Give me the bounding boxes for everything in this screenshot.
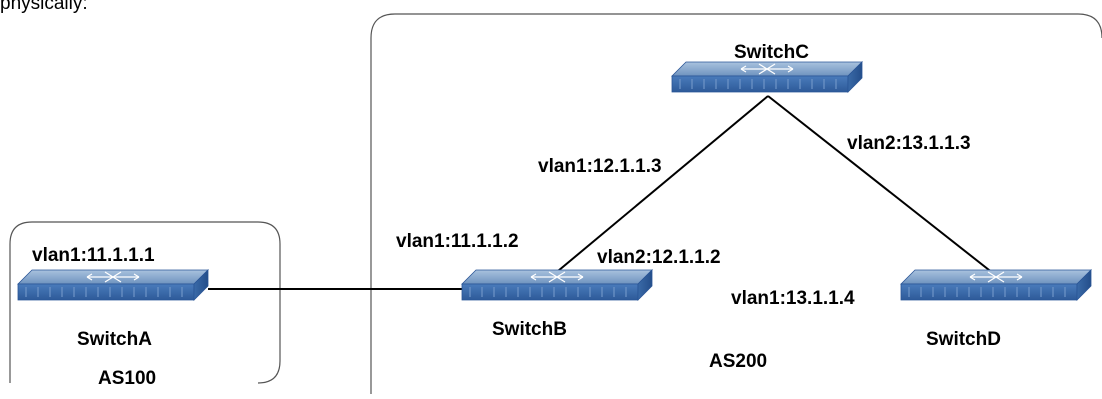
switch-c-vlan2-label: vlan2:13.1.1.3	[847, 133, 971, 154]
network-switch-icon	[671, 61, 863, 93]
switch-b-vlan1-label: vlan1:11.1.1.2	[396, 231, 519, 252]
network-switch-icon	[17, 269, 209, 301]
link-switchc-switchd	[767, 95, 1004, 282]
switch-b-vlan2-label: vlan2:12.1.1.2	[597, 247, 721, 268]
switch-a-label: SwitchA	[77, 329, 152, 350]
switch-c-vlan1-label: vlan1:12.1.1.3	[538, 156, 662, 177]
intro-text: physically:	[0, 0, 88, 14]
area-as200-label: AS200	[709, 351, 768, 372]
area-box-as100	[9, 221, 281, 384]
switch-d-vlan1-label: vlan1:13.1.1.4	[731, 288, 855, 309]
switch-a-vlan1-label: vlan1:11.1.1.1	[32, 245, 155, 266]
switch-d-label: SwitchD	[926, 329, 1001, 350]
area-as100-label: AS100	[98, 368, 157, 389]
link-switchb-switchc	[557, 95, 769, 272]
switch-b-label: SwitchB	[492, 319, 567, 340]
switch-c-label: SwitchC	[734, 42, 809, 63]
network-switch-icon	[461, 269, 653, 301]
area-box-as200	[370, 13, 1102, 394]
network-switch-icon	[900, 269, 1092, 301]
